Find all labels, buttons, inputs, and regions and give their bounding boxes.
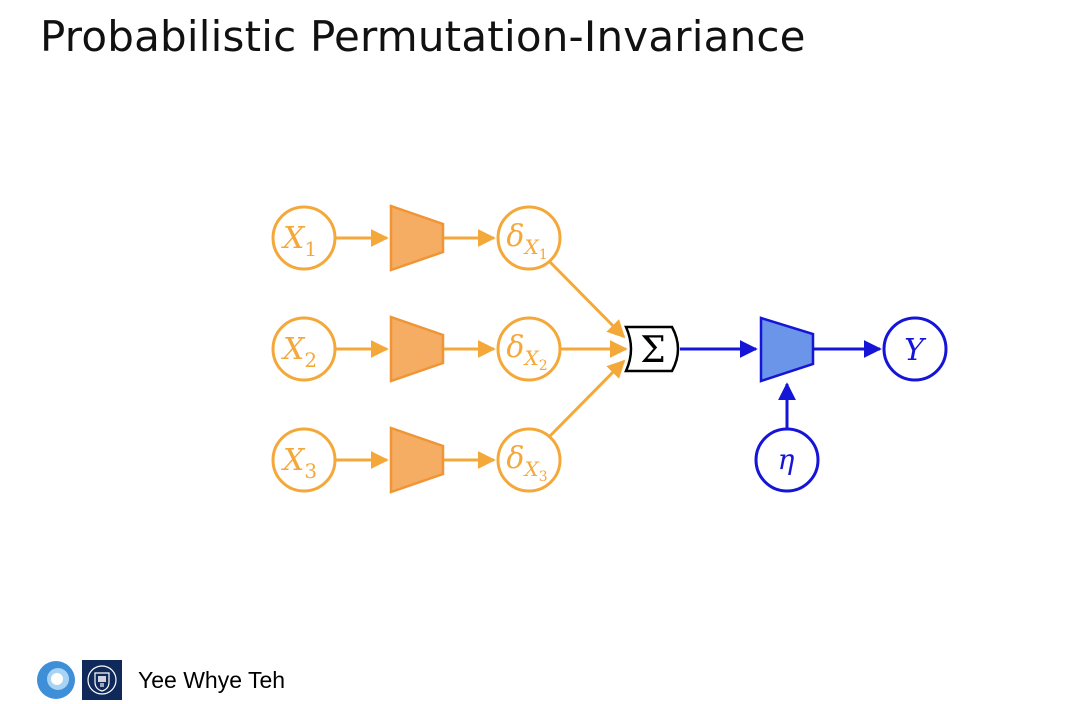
footer-author: Yee Whye Teh — [138, 666, 286, 693]
output-label-y: Y — [904, 333, 927, 368]
slide-title: Probabilistic Permutation-Invariance — [40, 12, 806, 61]
delta-node-3 — [496, 427, 562, 493]
input-node-x3 — [271, 427, 337, 493]
footer: Yee Whye Teh — [36, 656, 285, 704]
decoder-trapezoid — [759, 316, 815, 383]
delta-node-2 — [496, 316, 562, 382]
output-node-y — [882, 316, 948, 382]
delta-node-1 — [496, 205, 562, 271]
edge-delta-1-to-sum — [548, 260, 626, 339]
deepmind-logo — [37, 661, 75, 699]
encoder-trapezoid-3 — [389, 426, 445, 494]
noise-label-eta: η — [778, 443, 795, 476]
delta-label-2: δX2 — [506, 330, 547, 374]
input-label-x1: X1 — [281, 221, 317, 261]
sum-node-outline — [624, 325, 680, 373]
delta-label-1: δX1 — [506, 219, 547, 263]
input-label-x2: X2 — [281, 332, 317, 372]
input-label-x3: X3 — [281, 443, 317, 483]
row-3: X3 δX3 — [271, 426, 562, 494]
input-node-x2 — [271, 316, 337, 382]
row-1: X1 δX1 — [271, 204, 562, 272]
input-node-x1 — [271, 205, 337, 271]
encoder-trapezoid-1 — [389, 204, 445, 272]
oxford-crest-logo — [82, 660, 122, 700]
noise-node-eta — [754, 427, 820, 493]
row-2: X2 δX2 — [271, 315, 562, 383]
sum-node: Σ — [624, 325, 680, 373]
sum-symbol: Σ — [640, 330, 665, 371]
delta-label-3: δX3 — [506, 441, 547, 485]
encoder-trapezoid-2 — [389, 315, 445, 383]
edge-delta-3-to-sum — [548, 359, 626, 438]
